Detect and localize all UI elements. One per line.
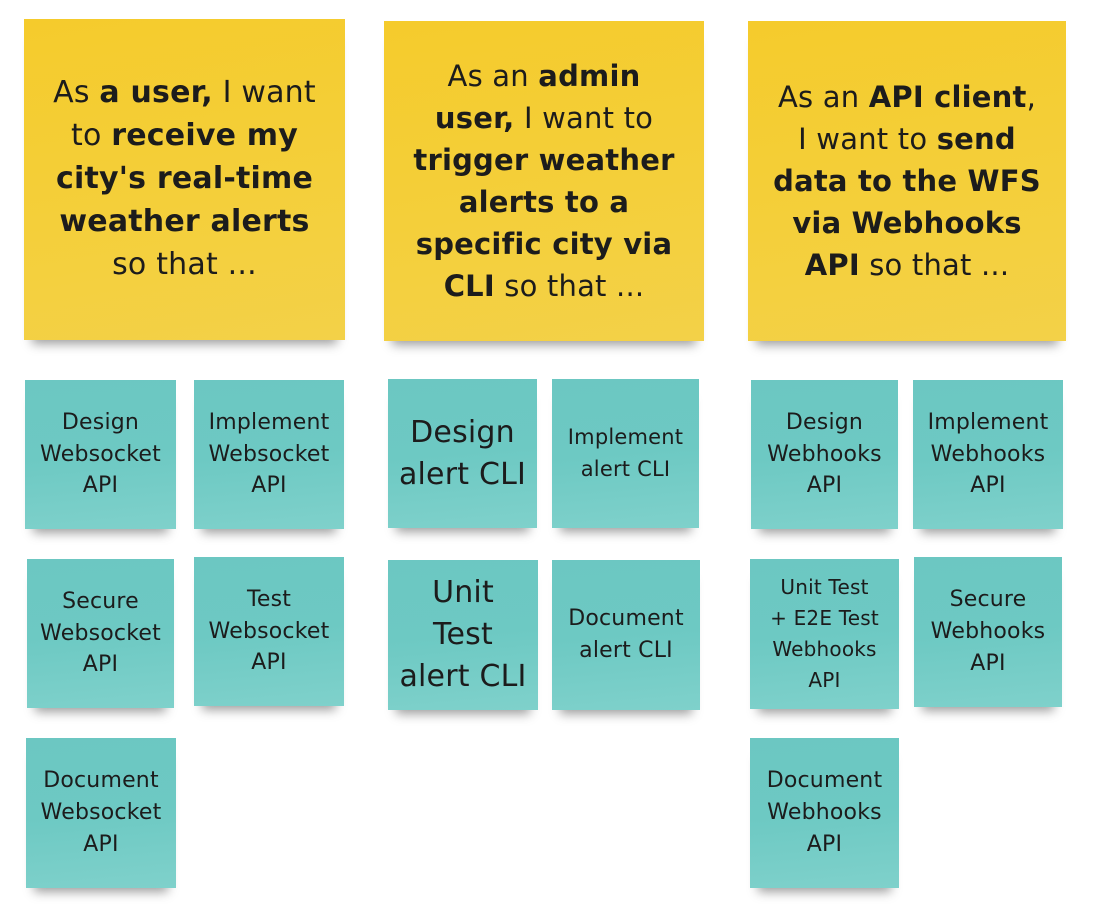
api-client-story-text: As an API client, I want to send data to… <box>773 79 1041 283</box>
user-story-text: As a user, I want to receive my city's r… <box>53 75 316 282</box>
admin-story-note[interactable]: As an admin user, I want to trigger weat… <box>384 21 704 341</box>
user-story-note[interactable]: As a user, I want to receive my city's r… <box>24 19 345 340</box>
admin-story-text: As an admin user, I want to trigger weat… <box>413 58 675 304</box>
api-client-story-note[interactable]: As an API client, I want to send data to… <box>748 21 1066 341</box>
